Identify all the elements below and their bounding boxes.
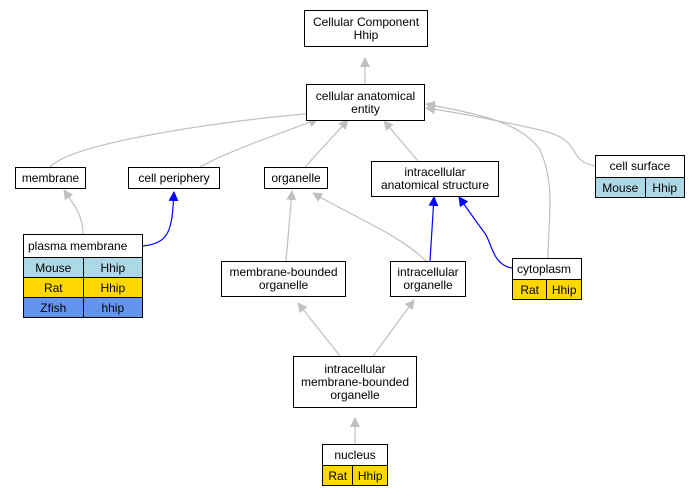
node-cell-surface[interactable]: cell surface	[595, 155, 685, 178]
gene-cell: Hhip	[546, 279, 582, 300]
edge-imbo-to-mbo	[297, 302, 341, 357]
annotation-row: Zfish hhip	[23, 297, 144, 318]
node-label-line: cellular anatomical	[315, 88, 416, 103]
edge-cell-periphery-to-cae	[199, 117, 319, 168]
node-cellular-component-hhip[interactable]: Cellular Component Hhip	[304, 10, 428, 47]
node-membrane[interactable]: membrane	[15, 167, 86, 189]
species-cell: Rat	[511, 279, 548, 300]
node-label: membrane	[21, 170, 80, 185]
node-intracellular-membrane-bounded-organelle[interactable]: intracellular membrane-bounded organelle	[293, 356, 417, 408]
node-cell-periphery[interactable]: cell periphery	[128, 167, 220, 189]
node-label-line: anatomical structure	[380, 178, 490, 192]
node-intracellular-organelle[interactable]: intracellular organelle	[390, 261, 466, 297]
annotation-row: Rat Hhip	[321, 465, 388, 486]
gene-cell: Hhip	[82, 277, 144, 298]
gene-cell: Hhip	[644, 177, 686, 198]
species-cell: Rat	[321, 465, 354, 486]
species-cell: Mouse	[23, 257, 84, 278]
edge-plasma-membrane-to-cell-periphery	[142, 191, 179, 247]
node-label-line: intracellular	[404, 165, 466, 179]
node-label-line: entity	[351, 101, 380, 116]
edge-organelle-to-cae	[304, 119, 349, 168]
annotation-table-plasma-membrane: Mouse Hhip Rat Hhip Zfish hhip	[23, 257, 144, 318]
species-cell: Mouse	[595, 177, 646, 198]
node-label: cell surface	[609, 159, 671, 173]
edge-mbo-to-organelle	[285, 190, 297, 262]
edge-membrane-to-cae	[49, 108, 317, 168]
gene-cell: Hhip	[82, 257, 144, 278]
node-label: organelle	[271, 170, 321, 185]
node-label: plasma membrane	[28, 238, 128, 253]
node-label: cell periphery	[138, 170, 210, 185]
species-cell: Zfish	[23, 297, 84, 318]
node-intracellular-anatomical-structure[interactable]: intracellular anatomical structure	[371, 161, 499, 197]
annotation-row: Mouse Hhip	[595, 177, 686, 198]
node-label-line: intracellular	[397, 265, 459, 279]
annotation-row: Rat Hhip	[511, 279, 582, 300]
edge-io-to-ias	[428, 196, 439, 262]
annotation-row: Rat Hhip	[23, 277, 144, 298]
annotation-table-cell-surface: Mouse Hhip	[595, 177, 686, 198]
edge-io-to-organelle	[312, 192, 427, 262]
node-label-line: Hhip	[353, 27, 379, 42]
node-membrane-bounded-organelle[interactable]: membrane-bounded organelle	[221, 261, 346, 297]
edge-plasma-membrane-to-membrane	[63, 189, 84, 235]
node-label: nucleus	[334, 447, 376, 462]
edge-ias-to-cae	[383, 120, 419, 162]
node-label: cytoplasm	[517, 261, 572, 276]
node-label-line: organelle	[403, 278, 453, 292]
node-label-line: membrane-bounded	[229, 265, 338, 279]
edge-cytoplasm-to-ias	[458, 196, 513, 269]
node-label-line: Cellular Component	[312, 14, 420, 29]
edge-imbo-to-io	[372, 299, 415, 357]
node-label-line: organelle	[258, 278, 309, 292]
species-cell: Rat	[23, 277, 84, 298]
node-nucleus[interactable]: nucleus	[322, 444, 388, 466]
edge-cell-surface-to-cae	[425, 104, 596, 167]
node-cytoplasm[interactable]: cytoplasm	[512, 258, 582, 280]
annotation-table-cytoplasm: Rat Hhip	[511, 279, 582, 300]
node-label-line: organelle	[330, 387, 380, 402]
annotation-row: Mouse Hhip	[23, 257, 144, 278]
edge-cytoplasm-to-cae	[425, 100, 551, 259]
node-label-line: intracellular	[324, 361, 386, 376]
node-organelle[interactable]: organelle	[264, 167, 328, 189]
node-cellular-anatomical-entity[interactable]: cellular anatomical entity	[306, 84, 425, 121]
gene-cell: Hhip	[352, 465, 388, 486]
node-label-line: membrane-bounded	[300, 374, 410, 389]
node-plasma-membrane[interactable]: plasma membrane	[23, 234, 143, 258]
annotation-table-nucleus: Rat Hhip	[321, 465, 388, 486]
gene-cell: hhip	[82, 297, 144, 318]
